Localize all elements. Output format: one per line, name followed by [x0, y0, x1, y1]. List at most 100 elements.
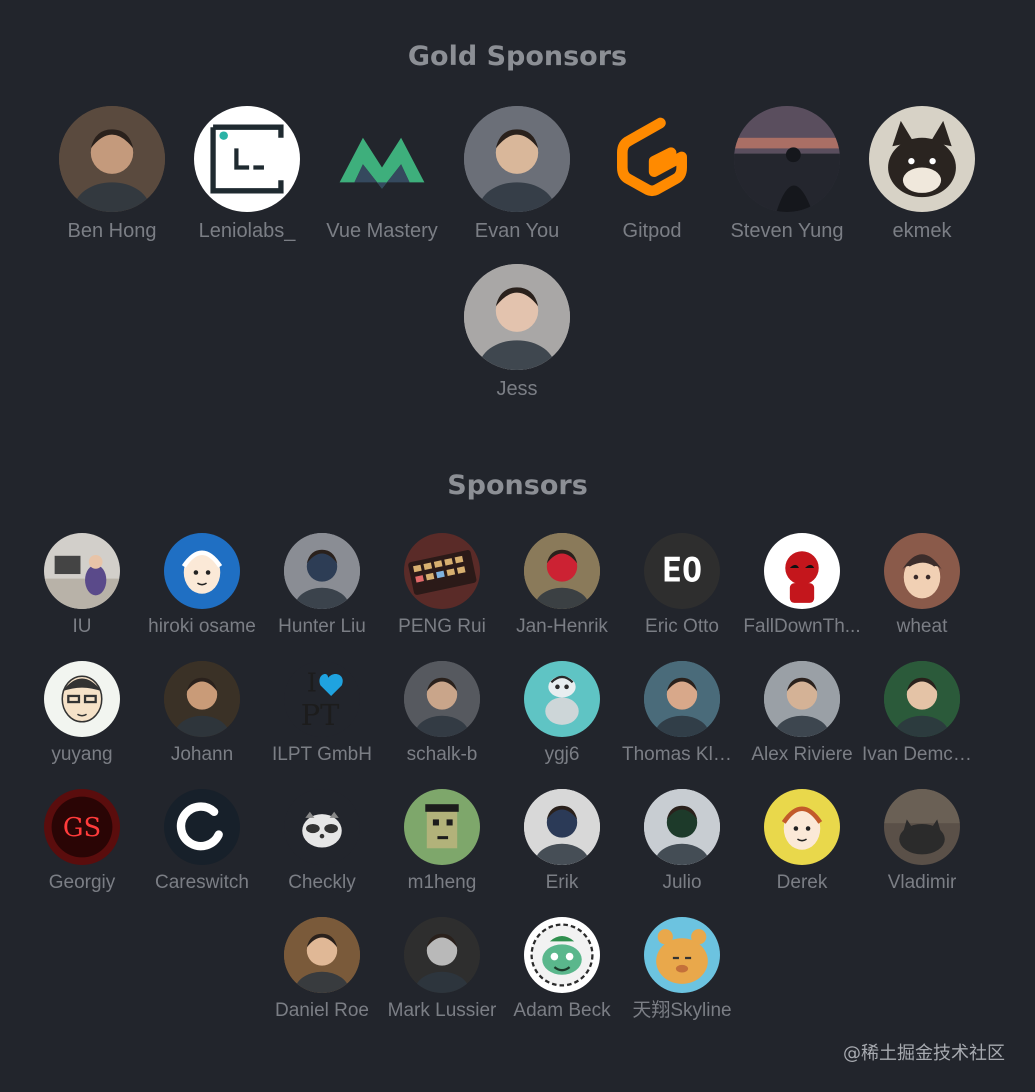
sponsor-name[interactable]: Erik: [545, 872, 579, 893]
sponsor-name[interactable]: Thomas Klemm: [622, 744, 742, 765]
sponsor-item[interactable]: Careswitch: [142, 789, 262, 895]
sponsor-name[interactable]: schalk-b: [406, 744, 478, 765]
sponsor-item[interactable]: ekmek: [855, 106, 990, 244]
sponsor-item[interactable]: Derek: [742, 789, 862, 895]
sponsor-avatar[interactable]: [524, 789, 600, 865]
sponsor-item[interactable]: Adam Beck: [502, 917, 622, 1023]
sponsor-name[interactable]: Jan-Henrik: [516, 616, 608, 637]
sponsor-avatar[interactable]: [44, 533, 120, 609]
sponsor-item[interactable]: Ivan Demchuk: [862, 661, 982, 767]
sponsor-item[interactable]: Leniolabs_: [180, 106, 315, 244]
sponsor-name[interactable]: 天翔Skyline: [632, 1000, 732, 1021]
sponsor-avatar[interactable]: [464, 264, 570, 370]
sponsor-item[interactable]: Jess: [450, 264, 585, 402]
sponsor-avatar[interactable]: [644, 661, 720, 737]
sponsor-name[interactable]: Derek: [776, 872, 828, 893]
sponsor-name[interactable]: Jess: [496, 378, 538, 400]
sponsor-item[interactable]: Hunter Liu: [262, 533, 382, 639]
sponsor-avatar[interactable]: [164, 533, 240, 609]
sponsor-avatar[interactable]: [524, 533, 600, 609]
sponsor-name[interactable]: Alex Riviere: [751, 744, 853, 765]
sponsor-avatar[interactable]: [764, 789, 840, 865]
sponsor-name[interactable]: Mark Lussier: [387, 1000, 497, 1021]
sponsor-avatar[interactable]: [329, 106, 435, 212]
sponsor-item[interactable]: Thomas Klemm: [622, 661, 742, 767]
sponsor-item[interactable]: ygj6: [502, 661, 622, 767]
sponsor-name[interactable]: Hunter Liu: [278, 616, 366, 637]
sponsor-name[interactable]: Vue Mastery: [326, 220, 438, 242]
sponsor-item[interactable]: Alex Riviere: [742, 661, 862, 767]
sponsor-name[interactable]: Georgiy: [48, 872, 116, 893]
sponsor-item[interactable]: Johann: [142, 661, 262, 767]
sponsor-name[interactable]: yuyang: [51, 744, 113, 765]
sponsor-item[interactable]: 天翔Skyline: [622, 917, 742, 1023]
sponsor-avatar[interactable]: [404, 533, 480, 609]
sponsor-avatar[interactable]: [284, 917, 360, 993]
sponsor-item[interactable]: PENG Rui: [382, 533, 502, 639]
sponsor-name[interactable]: Steven Yung: [730, 220, 844, 242]
sponsor-item[interactable]: Daniel Roe: [262, 917, 382, 1023]
sponsor-avatar[interactable]: [59, 106, 165, 212]
sponsor-item[interactable]: GS Georgiy: [22, 789, 142, 895]
sponsor-name[interactable]: hiroki osame: [148, 616, 256, 637]
sponsor-avatar[interactable]: [884, 789, 960, 865]
sponsor-item[interactable]: Checkly: [262, 789, 382, 895]
sponsor-item[interactable]: Jan-Henrik: [502, 533, 622, 639]
sponsor-avatar[interactable]: [644, 789, 720, 865]
sponsor-name[interactable]: Leniolabs_: [198, 220, 296, 242]
sponsor-item[interactable]: FallDownTh...: [742, 533, 862, 639]
sponsor-name[interactable]: Careswitch: [155, 872, 249, 893]
sponsor-avatar[interactable]: [524, 917, 600, 993]
sponsor-avatar[interactable]: [464, 106, 570, 212]
sponsor-name[interactable]: Ben Hong: [67, 220, 157, 242]
sponsor-item[interactable]: Erik: [502, 789, 622, 895]
sponsor-item[interactable]: Vladimir: [862, 789, 982, 895]
sponsor-avatar[interactable]: [524, 661, 600, 737]
sponsor-item[interactable]: Ben Hong: [45, 106, 180, 244]
sponsor-item[interactable]: m1heng: [382, 789, 502, 895]
sponsor-item[interactable]: schalk-b: [382, 661, 502, 767]
sponsor-name[interactable]: PENG Rui: [398, 616, 486, 637]
sponsor-item[interactable]: Mark Lussier: [382, 917, 502, 1023]
sponsor-name[interactable]: wheat: [896, 616, 948, 637]
sponsor-item[interactable]: EO Eric Otto: [622, 533, 742, 639]
sponsor-name[interactable]: IU: [72, 616, 92, 637]
sponsor-name[interactable]: Adam Beck: [513, 1000, 611, 1021]
sponsor-avatar[interactable]: [194, 106, 300, 212]
sponsor-name[interactable]: ekmek: [892, 220, 952, 242]
sponsor-name[interactable]: Julio: [662, 872, 702, 893]
sponsor-item[interactable]: IU: [22, 533, 142, 639]
sponsor-name[interactable]: Vladimir: [887, 872, 957, 893]
sponsor-avatar[interactable]: [764, 533, 840, 609]
sponsor-avatar[interactable]: [404, 917, 480, 993]
sponsor-avatar[interactable]: [284, 533, 360, 609]
sponsor-name[interactable]: Checkly: [288, 872, 356, 893]
sponsor-item[interactable]: Julio: [622, 789, 742, 895]
sponsor-avatar[interactable]: [884, 533, 960, 609]
sponsor-item[interactable]: wheat: [862, 533, 982, 639]
sponsor-item[interactable]: Steven Yung: [720, 106, 855, 244]
sponsor-name[interactable]: Eric Otto: [645, 616, 719, 637]
sponsor-avatar[interactable]: EO: [644, 533, 720, 609]
sponsor-name[interactable]: Evan You: [474, 220, 560, 242]
sponsor-name[interactable]: FallDownTh...: [743, 616, 861, 637]
sponsor-avatar[interactable]: [764, 661, 840, 737]
sponsor-avatar[interactable]: [164, 789, 240, 865]
sponsor-avatar[interactable]: [599, 106, 705, 212]
sponsor-avatar[interactable]: [884, 661, 960, 737]
sponsor-name[interactable]: m1heng: [407, 872, 477, 893]
sponsor-item[interactable]: Vue Mastery: [315, 106, 450, 244]
sponsor-avatar[interactable]: [404, 789, 480, 865]
sponsor-avatar[interactable]: [164, 661, 240, 737]
sponsor-avatar[interactable]: [869, 106, 975, 212]
sponsor-item[interactable]: Evan You: [450, 106, 585, 244]
sponsor-avatar[interactable]: [284, 789, 360, 865]
sponsor-name[interactable]: Johann: [170, 744, 234, 765]
sponsor-avatar[interactable]: [734, 106, 840, 212]
sponsor-avatar[interactable]: [404, 661, 480, 737]
sponsor-avatar[interactable]: GS: [44, 789, 120, 865]
sponsor-item[interactable]: hiroki osame: [142, 533, 262, 639]
sponsor-avatar[interactable]: [644, 917, 720, 993]
